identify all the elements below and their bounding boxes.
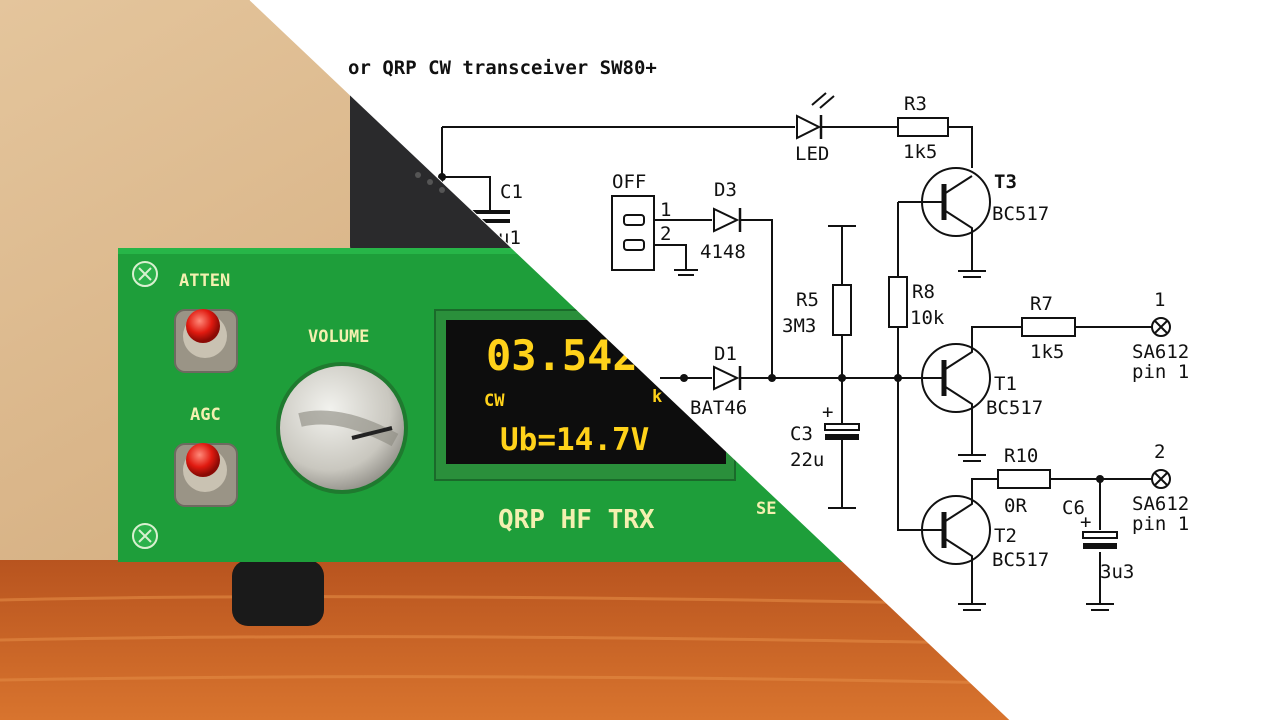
t3-leads [898, 175, 973, 272]
c6-value: 3u3 [1100, 561, 1134, 583]
diode-d3 [713, 207, 740, 233]
wooden-table [0, 560, 1010, 720]
output-2-label1: SA612 [1132, 493, 1189, 515]
switch-label: OFF [612, 171, 646, 193]
r8-value: 10k [910, 307, 945, 329]
switch-pin-1 [623, 214, 645, 226]
output-2-label2: pin 1 [1132, 513, 1189, 535]
resistor-r10 [997, 469, 1051, 489]
led-symbol [796, 114, 822, 140]
display-frequency: 03.542 [486, 331, 638, 380]
display-unit: k [652, 387, 662, 407]
t3-ref: T3 [994, 171, 1017, 193]
c1-ref: C1 [500, 181, 523, 203]
wire-top-rail [442, 126, 973, 168]
switch-header [611, 195, 655, 271]
capacitor-c6-plate [1082, 531, 1118, 539]
output-2-num: 2 [1154, 441, 1165, 463]
capacitor-c3-neg [825, 434, 859, 440]
r5-value: 3M3 [782, 315, 816, 337]
agc-led [186, 443, 220, 477]
c6-ref: C6 [1062, 497, 1085, 519]
display-voltage: Ub=14.7V [500, 422, 649, 458]
ground-t2 [958, 603, 986, 611]
speaker-hole [415, 172, 421, 178]
c3-ref: C3 [790, 423, 813, 445]
diode-d1 [713, 365, 740, 391]
led-rays [811, 92, 835, 109]
junction [680, 374, 688, 382]
d3-value: 4148 [700, 241, 746, 263]
switch-pin1-num: 1 [660, 199, 671, 221]
diagonal-divider [249, 0, 1011, 720]
switch-pin-2 [623, 239, 645, 251]
c6-plus: + [1080, 511, 1091, 533]
wood-grain [0, 595, 1010, 692]
d1-ref: D1 [714, 343, 737, 365]
volume-knob[interactable] [276, 362, 408, 494]
output-1-label2: pin 1 [1132, 361, 1189, 383]
speaker-hole [427, 179, 433, 185]
atten-label: ATTEN [179, 271, 230, 291]
output-1-terminal [1151, 317, 1171, 337]
ground-switch [674, 269, 698, 276]
r10-ref: R10 [1004, 445, 1038, 467]
capacitor-c3-plate [824, 423, 860, 431]
junction [1096, 475, 1104, 483]
rubber-foot [232, 560, 324, 626]
speaker-box [350, 80, 580, 260]
wire-switch [654, 219, 773, 378]
r7-value: 1k5 [1030, 341, 1064, 363]
r3-ref: R3 [904, 93, 927, 115]
junction [838, 374, 846, 382]
volume-label: VOLUME [308, 327, 369, 347]
junction [768, 374, 776, 382]
ground-c6 [1086, 603, 1114, 611]
atten-toggle-switch[interactable] [174, 309, 238, 373]
r10-value: 0R [1004, 495, 1027, 517]
led-ref: LED [795, 143, 829, 165]
resistor-r3 [897, 117, 949, 137]
set-label: SE [756, 499, 776, 519]
t1-value: BC517 [986, 397, 1043, 419]
t1-leads [898, 326, 1152, 455]
r7-ref: R7 [1030, 293, 1053, 315]
wire-c1 [442, 176, 491, 210]
c3-value: 22u [790, 449, 824, 471]
t2-ref: T2 [994, 525, 1017, 547]
r5-ref: R5 [796, 289, 819, 311]
d1-value: BAT46 [690, 397, 747, 419]
d3-ref: D3 [714, 179, 737, 201]
display-mode: CW [484, 391, 505, 411]
t2-value: BC517 [992, 549, 1049, 571]
screw-icon [132, 261, 158, 287]
r8-ref: R8 [912, 281, 935, 303]
agc-toggle-switch[interactable] [174, 443, 238, 507]
resistor-r8 [888, 276, 908, 328]
c3-plus: + [822, 401, 833, 423]
t3-value: BC517 [992, 203, 1049, 225]
output-1-label1: SA612 [1132, 341, 1189, 363]
schematic: or QRP CW transceiver SW80+ C1 u1 LED R3… [348, 57, 1189, 611]
r3-value: 1k5 [903, 141, 937, 163]
schematic-title: or QRP CW transceiver SW80+ [348, 57, 657, 79]
atten-led [186, 309, 220, 343]
ground-t1 [958, 454, 986, 462]
output-1-num: 1 [1154, 289, 1165, 311]
resistor-r5 [832, 284, 852, 336]
ground-t3 [958, 270, 986, 278]
capacitor-c6-neg [1083, 543, 1117, 549]
output-2-terminal [1151, 469, 1171, 489]
speaker-hole [439, 187, 445, 193]
resistor-r7 [1021, 317, 1076, 337]
screw-icon [132, 523, 158, 549]
agc-label: AGC [190, 405, 221, 425]
t1-ref: T1 [994, 373, 1017, 395]
brand-label: QRP HF TRX [498, 505, 655, 535]
switch-pin2-num: 2 [660, 223, 671, 245]
